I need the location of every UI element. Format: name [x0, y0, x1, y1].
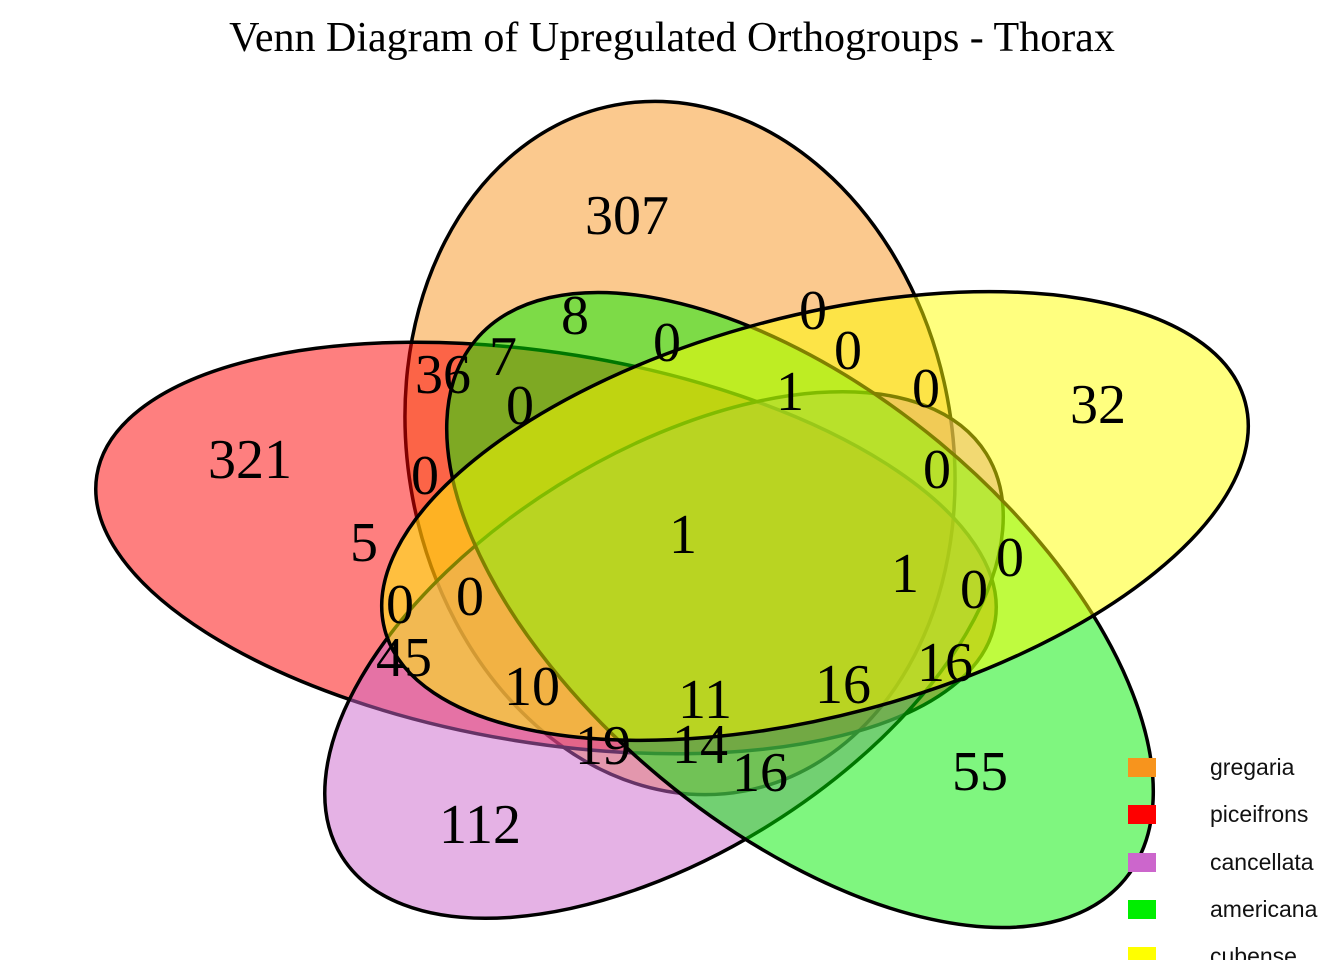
region-count: 0	[653, 311, 681, 374]
region-count: 307	[585, 184, 669, 247]
region-count: 321	[208, 428, 292, 491]
legend-item-label: cancellata	[1210, 848, 1314, 875]
region-count: 19	[575, 714, 631, 777]
region-count: 0	[996, 526, 1024, 589]
legend-color-swatch-icon	[1128, 852, 1156, 872]
region-count: 16	[732, 741, 788, 804]
region-count: 32	[1070, 373, 1126, 436]
region-count: 0	[912, 357, 940, 420]
legend-item: cubense	[1128, 943, 1297, 960]
region-count: 8	[561, 284, 589, 347]
region-count: 10	[504, 655, 560, 718]
legend-item-label: gregaria	[1210, 754, 1295, 780]
region-count: 0	[506, 374, 534, 437]
region-count: 0	[386, 573, 414, 636]
region-count: 7	[489, 325, 517, 388]
region-count: 16	[917, 631, 973, 694]
chart-title: Venn Diagram of Upregulated Orthogroups …	[229, 15, 1115, 61]
legend-item-label: americana	[1210, 895, 1318, 922]
legend-color-swatch-icon	[1128, 947, 1156, 960]
region-count: 11	[678, 668, 732, 731]
region-count: 45	[376, 626, 432, 689]
region-count: 1	[776, 360, 804, 423]
legend-item: cancellata	[1128, 849, 1314, 875]
region-count: 55	[952, 740, 1008, 803]
region-count: 112	[439, 793, 521, 856]
region-count: 0	[456, 565, 484, 628]
legend-color-swatch-icon	[1128, 805, 1156, 825]
region-count: 16	[815, 653, 871, 716]
legend-color-swatch-icon	[1128, 758, 1156, 777]
cubense-ellipse	[379, 289, 1251, 743]
legend-color-swatch-icon	[1128, 899, 1156, 919]
legend-item-label: cubense	[1210, 943, 1297, 960]
region-count: 0	[799, 279, 827, 342]
legend-item: gregaria	[1128, 754, 1294, 780]
region-count: 0	[923, 438, 951, 501]
region-count: 0	[960, 558, 988, 621]
region-count: 0	[411, 444, 439, 507]
legend-item-label: piceifrons	[1210, 801, 1309, 828]
legend-item: piceifrons	[1128, 801, 1308, 827]
region-count: 5	[350, 511, 378, 574]
region-count: 36	[415, 343, 471, 406]
region-count: 1	[669, 503, 697, 566]
region-count: 1	[891, 542, 919, 605]
legend-item: americana	[1128, 896, 1317, 922]
region-count: 14	[672, 713, 728, 776]
region-count: 0	[834, 319, 862, 382]
